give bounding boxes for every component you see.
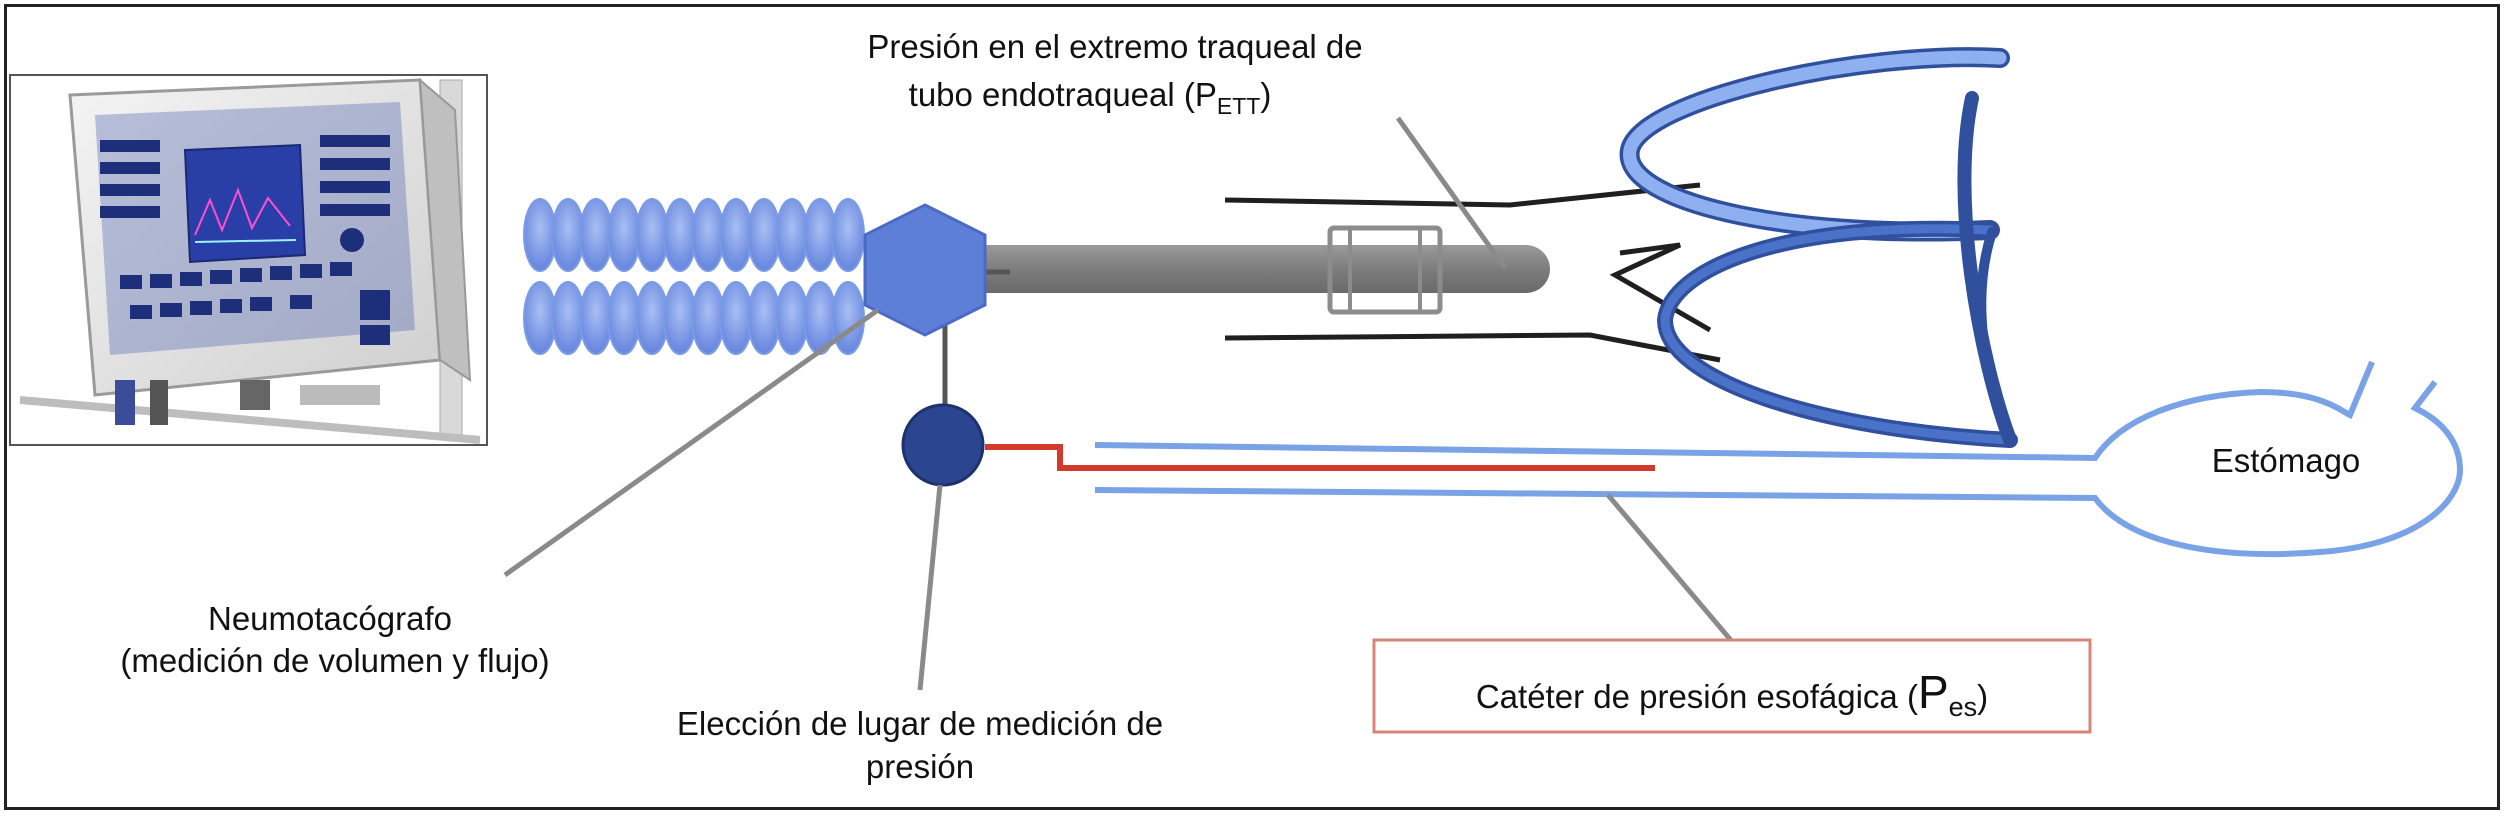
eleccion-label-line2: presión (866, 748, 974, 785)
neumotacografo-label-line2: (medición de volumen y flujo) (120, 642, 549, 679)
pes-label-box (1372, 638, 2092, 734)
esophageal-catheter (985, 444, 1655, 471)
lungs (1619, 47, 2018, 448)
ventilator-image (9, 74, 488, 446)
tubing-ring-lower (831, 281, 865, 355)
esophagus-stomach (1094, 360, 2464, 558)
tubing-ring-upper (831, 198, 865, 272)
endotracheal-tube (900, 225, 1550, 315)
neumotacografo-label-line1: Neumotacógrafo (208, 600, 452, 637)
pneumotachograph-hexagon (863, 203, 987, 337)
corrugated-tubing (523, 198, 865, 355)
pointer-lines (503, 116, 1737, 691)
pes-label: Catéter de presión esofágica (Pes) (1476, 666, 1988, 722)
figure-frame (4, 4, 2500, 810)
eleccion-label-line1: Elección de lugar de medición de (677, 705, 1163, 742)
pett-label-line2: tubo endotraqueal (PETT) (909, 76, 1272, 119)
stomach-label: Estómago (2212, 442, 2361, 479)
pressure-sensor (901, 403, 985, 487)
pett-label-line1: Presión en el extremo traqueal de (867, 28, 1362, 65)
